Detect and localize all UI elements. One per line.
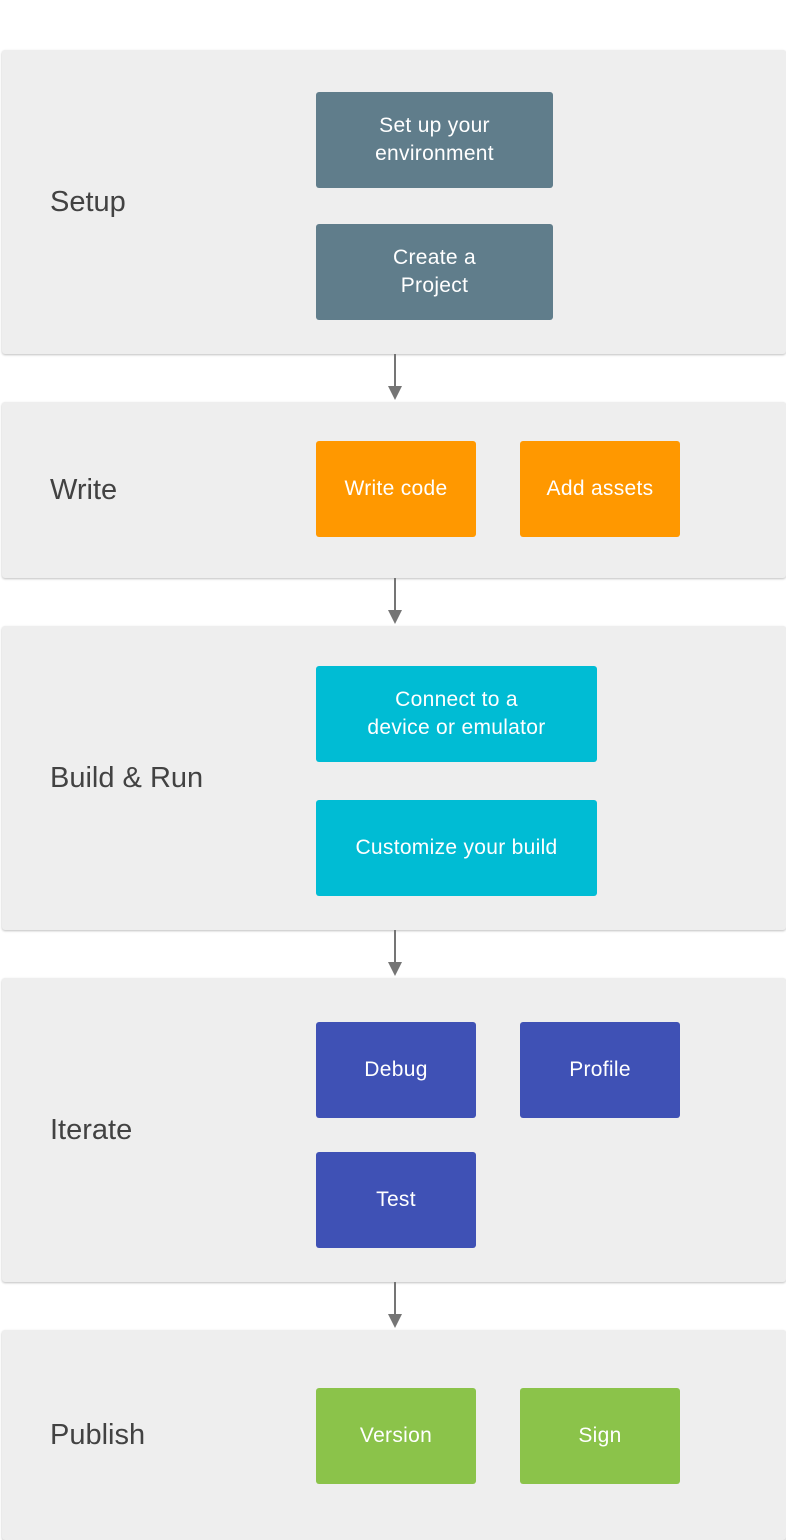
stage-build-run: Build & Run Connect to a device or emula… xyxy=(2,626,786,930)
step-write-code[interactable]: Write code xyxy=(316,441,476,537)
arrow-down-icon xyxy=(386,930,404,978)
stage-label-publish: Publish xyxy=(50,1419,146,1451)
step-sign[interactable]: Sign xyxy=(520,1388,680,1484)
step-connect-device[interactable]: Connect to a device or emulator xyxy=(316,666,597,762)
arrow-down-icon xyxy=(386,1282,404,1330)
stage-iterate: Iterate Debug Profile Test xyxy=(2,978,786,1282)
stage-publish: Publish Version Sign xyxy=(2,1330,786,1540)
arrow-down-icon xyxy=(386,354,404,402)
stage-label-write: Write xyxy=(50,474,118,506)
step-add-assets[interactable]: Add assets xyxy=(520,441,680,537)
step-create-project[interactable]: Create a Project xyxy=(316,224,553,320)
step-profile[interactable]: Profile xyxy=(520,1022,680,1118)
stage-label-iterate: Iterate xyxy=(50,1114,133,1146)
step-customize-build[interactable]: Customize your build xyxy=(316,800,597,896)
arrow-down-icon xyxy=(386,578,404,626)
stage-setup: Setup Set up your environment Create a P… xyxy=(2,50,786,354)
step-set-up-environment[interactable]: Set up your environment xyxy=(316,92,553,188)
stage-label-build-run: Build & Run xyxy=(50,762,204,794)
step-version[interactable]: Version xyxy=(316,1388,476,1484)
stage-label-setup: Setup xyxy=(50,186,126,218)
step-debug[interactable]: Debug xyxy=(316,1022,476,1118)
step-test[interactable]: Test xyxy=(316,1152,476,1248)
stage-write: Write Write code Add assets xyxy=(2,402,786,578)
